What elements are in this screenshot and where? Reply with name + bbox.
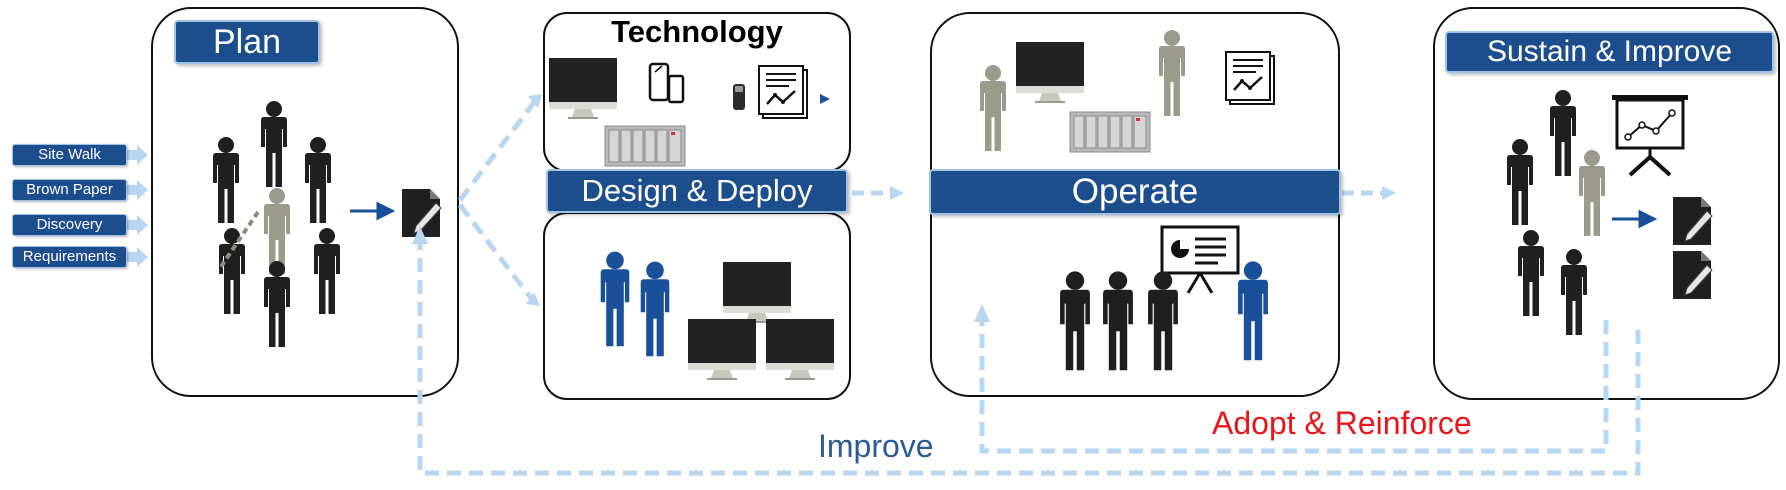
person-icon [1518, 230, 1544, 316]
sustain-team [1507, 90, 1713, 335]
monitor-icon [688, 319, 756, 380]
sustain-title: Sustain & Improve [1445, 31, 1774, 73]
person-icon [1159, 30, 1185, 116]
monitor-icon [723, 262, 791, 323]
server-rack-icon [1069, 111, 1151, 153]
document-pen-icon [1672, 196, 1713, 246]
person-icon [1550, 90, 1576, 176]
technology-title: Technology [611, 14, 783, 49]
person-icon [1238, 261, 1268, 361]
person-icon [1507, 139, 1533, 225]
document-pen-icon [1672, 250, 1713, 300]
person-icon [1579, 150, 1605, 236]
person-icon [600, 251, 630, 347]
technology-equipment [549, 58, 830, 167]
branch-arrows [458, 98, 538, 304]
presentation-board-icon [1610, 93, 1690, 177]
monitor-icon [1016, 42, 1084, 103]
report-icon [757, 64, 809, 120]
improve-loop [417, 238, 1641, 476]
person-icon [980, 65, 1006, 151]
input-requirements: Requirements [12, 246, 127, 268]
person-icon [305, 137, 331, 223]
tablet-icon [733, 84, 745, 110]
plan-title: Plan [174, 20, 320, 64]
input-brown-paper: Brown Paper [12, 179, 127, 201]
person-icon [264, 261, 290, 347]
design-deploy-team [600, 251, 834, 380]
adopt-reinforce-label: Adopt & Reinforce [1212, 405, 1472, 441]
person-icon [314, 228, 340, 314]
input-arrows [127, 145, 148, 267]
improve-label: Improve [818, 428, 934, 464]
person-icon [1561, 249, 1587, 335]
operate-equipment [980, 30, 1276, 153]
flow-arrow-design-operate [852, 186, 904, 200]
phone-icon [648, 62, 685, 104]
operate-title: Operate [929, 169, 1341, 215]
input-discovery: Discovery [12, 214, 127, 236]
adopt-loop [979, 316, 1609, 454]
operate-team [1060, 225, 1268, 371]
input-site-walk: Site Walk [12, 144, 127, 166]
plan-team [213, 101, 442, 347]
flow-arrow-operate-sustain [1342, 186, 1396, 200]
person-icon [1148, 271, 1178, 371]
report-icon [1224, 50, 1276, 106]
person-icon [213, 137, 239, 223]
design-deploy-title: Design & Deploy [546, 169, 848, 213]
person-icon [219, 228, 245, 314]
server-rack-icon [604, 125, 686, 167]
person-icon [640, 261, 670, 357]
presentation-board-icon [1160, 225, 1240, 295]
person-icon [1060, 271, 1090, 371]
person-icon [1103, 271, 1133, 371]
monitor-icon [766, 319, 834, 380]
monitor-icon [549, 58, 617, 119]
person-icon [261, 101, 287, 187]
